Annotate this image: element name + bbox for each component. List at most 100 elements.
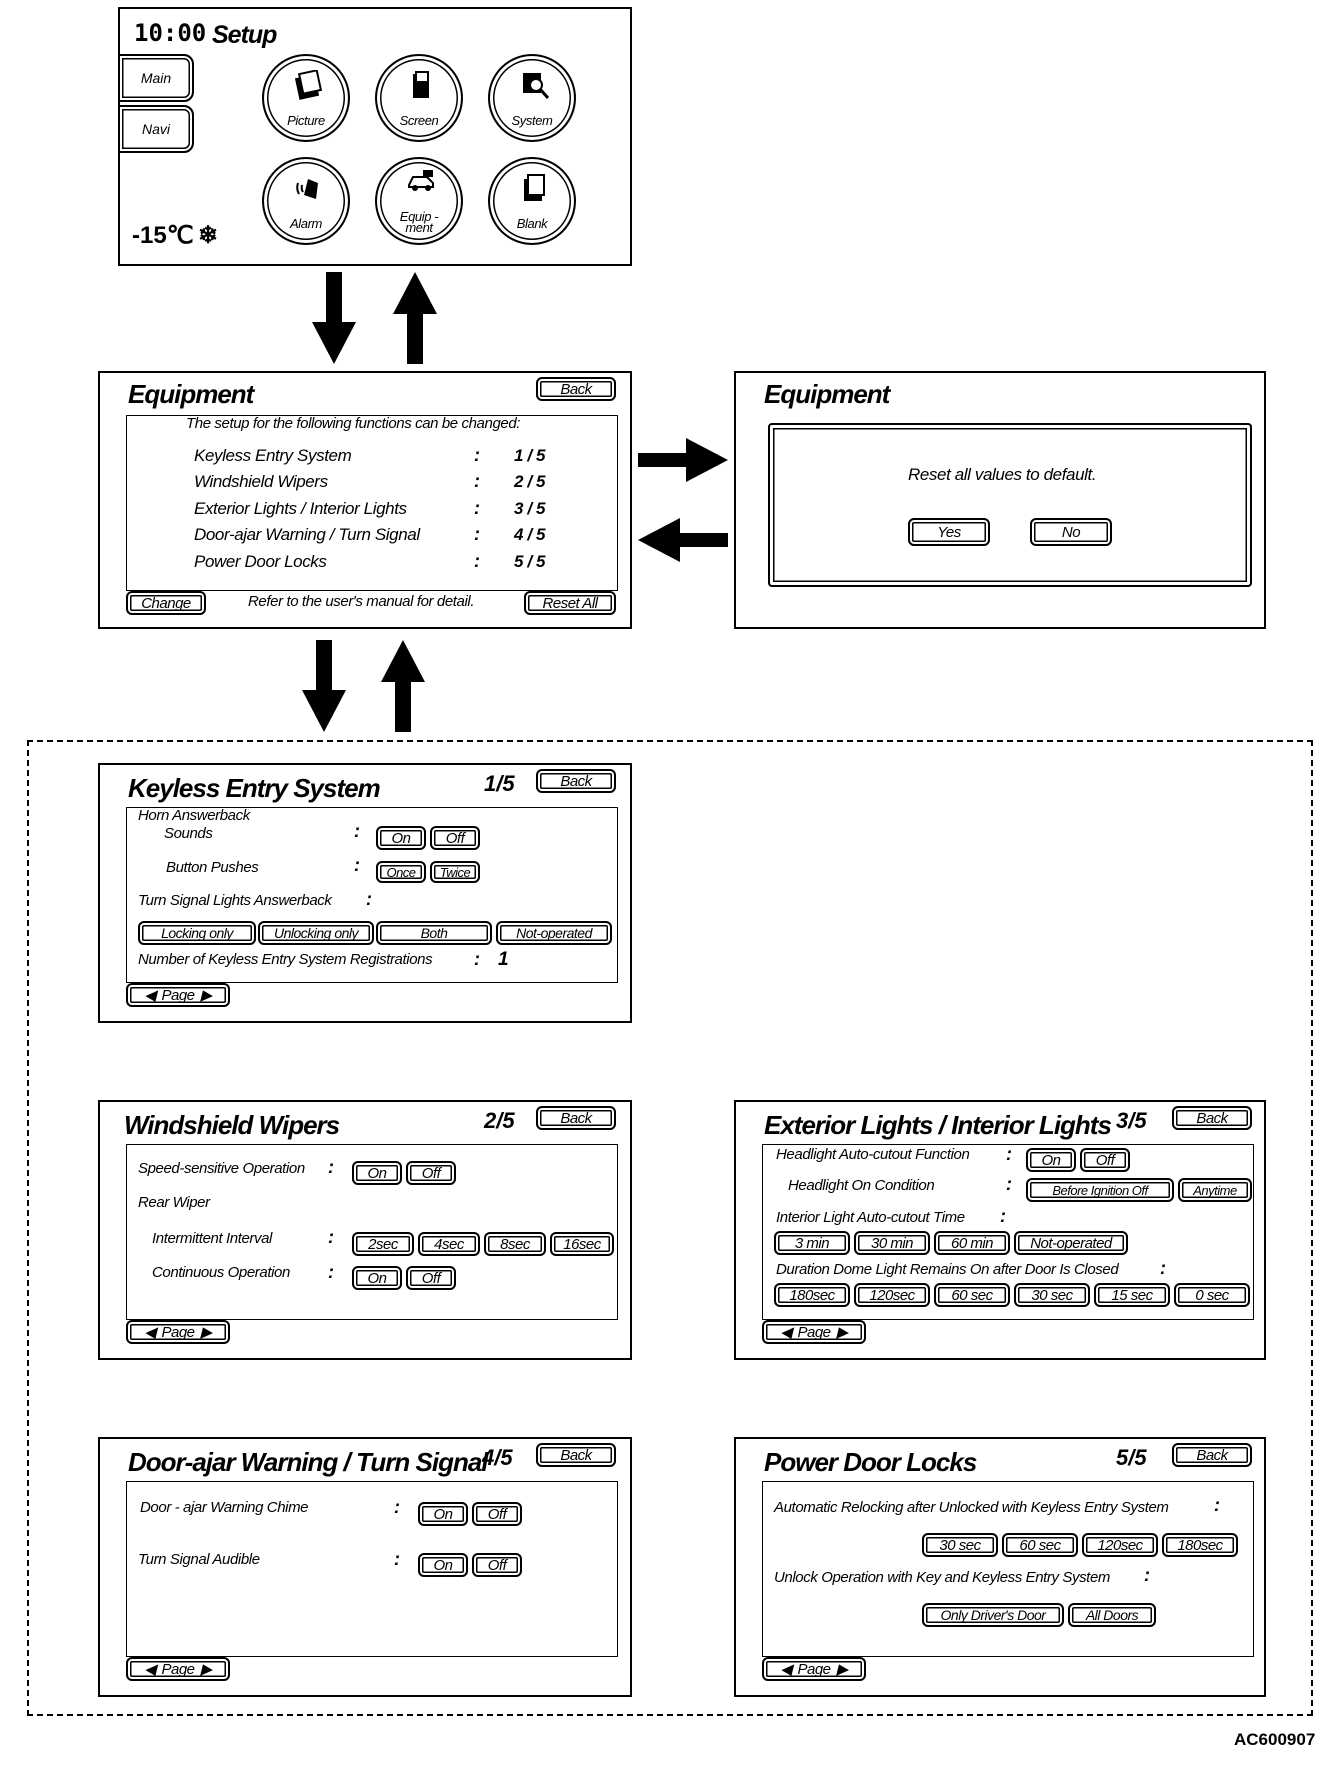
lights-title: Exterior Lights / Interior Lights bbox=[764, 1110, 1112, 1140]
page-door: 4 / 5 bbox=[514, 525, 546, 544]
interval-8sec[interactable]: 8sec bbox=[484, 1232, 546, 1256]
keyless-title: Keyless Entry System bbox=[128, 773, 381, 803]
interior-30min[interactable]: 30 min bbox=[854, 1231, 930, 1255]
page-button[interactable]: ◀Page▶ bbox=[762, 1320, 866, 1344]
dome-15sec[interactable]: 15 sec bbox=[1094, 1283, 1170, 1307]
colon: : bbox=[1006, 1174, 1012, 1194]
only-driver-door-button[interactable]: Only Driver's Door bbox=[922, 1603, 1064, 1627]
locking-only-button[interactable]: Locking only bbox=[138, 921, 256, 945]
back-button[interactable]: Back bbox=[1172, 1106, 1252, 1130]
interior-label: Interior Light Auto-cutout Time bbox=[776, 1209, 965, 1226]
audible-on[interactable]: On bbox=[418, 1553, 468, 1577]
picture-button[interactable]: Picture bbox=[262, 54, 350, 142]
page-button[interactable]: ◀Page▶ bbox=[126, 983, 230, 1007]
navi-tab[interactable]: Navi bbox=[118, 105, 194, 153]
screen-button[interactable]: Screen bbox=[375, 54, 463, 142]
back-button[interactable]: Back bbox=[1172, 1443, 1252, 1467]
wipers-title: Windshield Wipers bbox=[124, 1110, 340, 1140]
unlocking-only-button[interactable]: Unlocking only bbox=[258, 921, 374, 945]
wipers-screen: Windshield Wipers 2/5 Back Speed-sensiti… bbox=[98, 1100, 632, 1360]
interval-16sec[interactable]: 16sec bbox=[550, 1232, 614, 1256]
registrations-value: 1 bbox=[498, 949, 509, 970]
chime-off[interactable]: Off bbox=[472, 1502, 522, 1526]
page-button[interactable]: ◀Page▶ bbox=[126, 1657, 230, 1681]
item-door[interactable]: Door-ajar Warning / Turn Signal bbox=[194, 525, 420, 544]
page-button[interactable]: ◀Page▶ bbox=[762, 1657, 866, 1681]
twice-button[interactable]: Twice bbox=[430, 861, 480, 883]
blank-button[interactable]: Blank bbox=[488, 157, 576, 245]
relock-60sec[interactable]: 60 sec bbox=[1002, 1533, 1078, 1557]
reset-title: Equipment bbox=[764, 379, 890, 409]
relock-120sec[interactable]: 120sec bbox=[1082, 1533, 1158, 1557]
item-locks[interactable]: Power Door Locks bbox=[194, 552, 327, 571]
reset-all-button[interactable]: Reset All bbox=[524, 591, 616, 615]
colon: : bbox=[366, 889, 372, 909]
screen-label: Screen bbox=[399, 113, 439, 128]
continuous-off[interactable]: Off bbox=[406, 1266, 456, 1290]
door-screen: Door-ajar Warning / Turn Signal 4/5 Back… bbox=[98, 1437, 632, 1697]
interior-3min[interactable]: 3 min bbox=[774, 1231, 850, 1255]
chime-label: Door - ajar Warning Chime bbox=[140, 1499, 309, 1516]
alarm-button[interactable]: Alarm bbox=[262, 157, 350, 245]
page-right-icon: ▶ bbox=[836, 1661, 849, 1678]
back-button[interactable]: Back bbox=[536, 769, 616, 793]
colon: : bbox=[394, 1497, 400, 1517]
speed-label: Speed-sensitive Operation bbox=[138, 1160, 305, 1177]
setup-title: Setup bbox=[212, 21, 277, 49]
dome-30sec[interactable]: 30 sec bbox=[1014, 1283, 1090, 1307]
back-button[interactable]: Back bbox=[536, 377, 616, 401]
arrow-down-sub bbox=[302, 640, 346, 732]
continuous-on[interactable]: On bbox=[352, 1266, 402, 1290]
reset-dialog bbox=[768, 423, 1252, 587]
speed-off[interactable]: Off bbox=[406, 1161, 456, 1185]
arrow-up-setup bbox=[393, 272, 437, 364]
dome-180sec[interactable]: 180sec bbox=[774, 1283, 850, 1307]
before-ignition-button[interactable]: Before Ignition Off bbox=[1026, 1178, 1174, 1202]
interval-2sec[interactable]: 2sec bbox=[352, 1232, 414, 1256]
equipment-screen: Equipment Back The setup for the followi… bbox=[98, 371, 632, 629]
page-keyless: 1 / 5 bbox=[514, 446, 546, 465]
speed-on[interactable]: On bbox=[352, 1161, 402, 1185]
dome-60sec[interactable]: 60 sec bbox=[934, 1283, 1010, 1307]
headlight-cutout-label: Headlight Auto-cutout Function bbox=[776, 1146, 970, 1163]
equipment-button[interactable]: Equip - ment bbox=[375, 157, 463, 245]
headlight-cutout-on[interactable]: On bbox=[1026, 1148, 1076, 1172]
page-button[interactable]: ◀Page▶ bbox=[126, 1320, 230, 1344]
headlight-on-label: Headlight On Condition bbox=[788, 1177, 935, 1194]
page-left-icon: ◀ bbox=[144, 1661, 156, 1678]
sounds-off[interactable]: Off bbox=[430, 826, 480, 850]
item-keyless[interactable]: Keyless Entry System bbox=[194, 446, 352, 465]
colon: : bbox=[328, 1157, 334, 1177]
dome-0sec[interactable]: 0 sec bbox=[1174, 1283, 1250, 1307]
headlight-cutout-off[interactable]: Off bbox=[1080, 1148, 1130, 1172]
relock-30sec[interactable]: 30 sec bbox=[922, 1533, 998, 1557]
main-tab[interactable]: Main bbox=[118, 54, 194, 102]
door-box bbox=[126, 1481, 618, 1657]
keyless-screen: Keyless Entry System 1/5 Back Horn Answe… bbox=[98, 763, 632, 1023]
all-doors-button[interactable]: All Doors bbox=[1068, 1603, 1156, 1627]
both-button[interactable]: Both bbox=[376, 921, 492, 945]
yes-button[interactable]: Yes bbox=[908, 518, 990, 546]
once-button[interactable]: Once bbox=[376, 861, 426, 883]
item-lights[interactable]: Exterior Lights / Interior Lights bbox=[194, 499, 407, 518]
change-button[interactable]: Change bbox=[126, 591, 206, 615]
interval-4sec[interactable]: 4sec bbox=[418, 1232, 480, 1256]
continuous-label: Continuous Operation bbox=[152, 1264, 290, 1281]
interior-60min[interactable]: 60 min bbox=[934, 1231, 1010, 1255]
equipment-icon bbox=[408, 170, 434, 191]
equipment-footer: Refer to the user's manual for detail. bbox=[248, 593, 475, 610]
sounds-on[interactable]: On bbox=[376, 826, 426, 850]
audible-off[interactable]: Off bbox=[472, 1553, 522, 1577]
item-wipers[interactable]: Windshield Wipers bbox=[194, 472, 328, 491]
back-button[interactable]: Back bbox=[536, 1106, 616, 1130]
not-operated-button[interactable]: Not-operated bbox=[496, 921, 612, 945]
page-left-icon: ◀ bbox=[780, 1324, 792, 1341]
chime-on[interactable]: On bbox=[418, 1502, 468, 1526]
anytime-button[interactable]: Anytime bbox=[1178, 1178, 1252, 1202]
system-button[interactable]: System bbox=[488, 54, 576, 142]
back-button[interactable]: Back bbox=[536, 1443, 616, 1467]
relock-180sec[interactable]: 180sec bbox=[1162, 1533, 1238, 1557]
no-button[interactable]: No bbox=[1030, 518, 1112, 546]
interior-not-operated[interactable]: Not-operated bbox=[1014, 1231, 1128, 1255]
dome-120sec[interactable]: 120sec bbox=[854, 1283, 930, 1307]
